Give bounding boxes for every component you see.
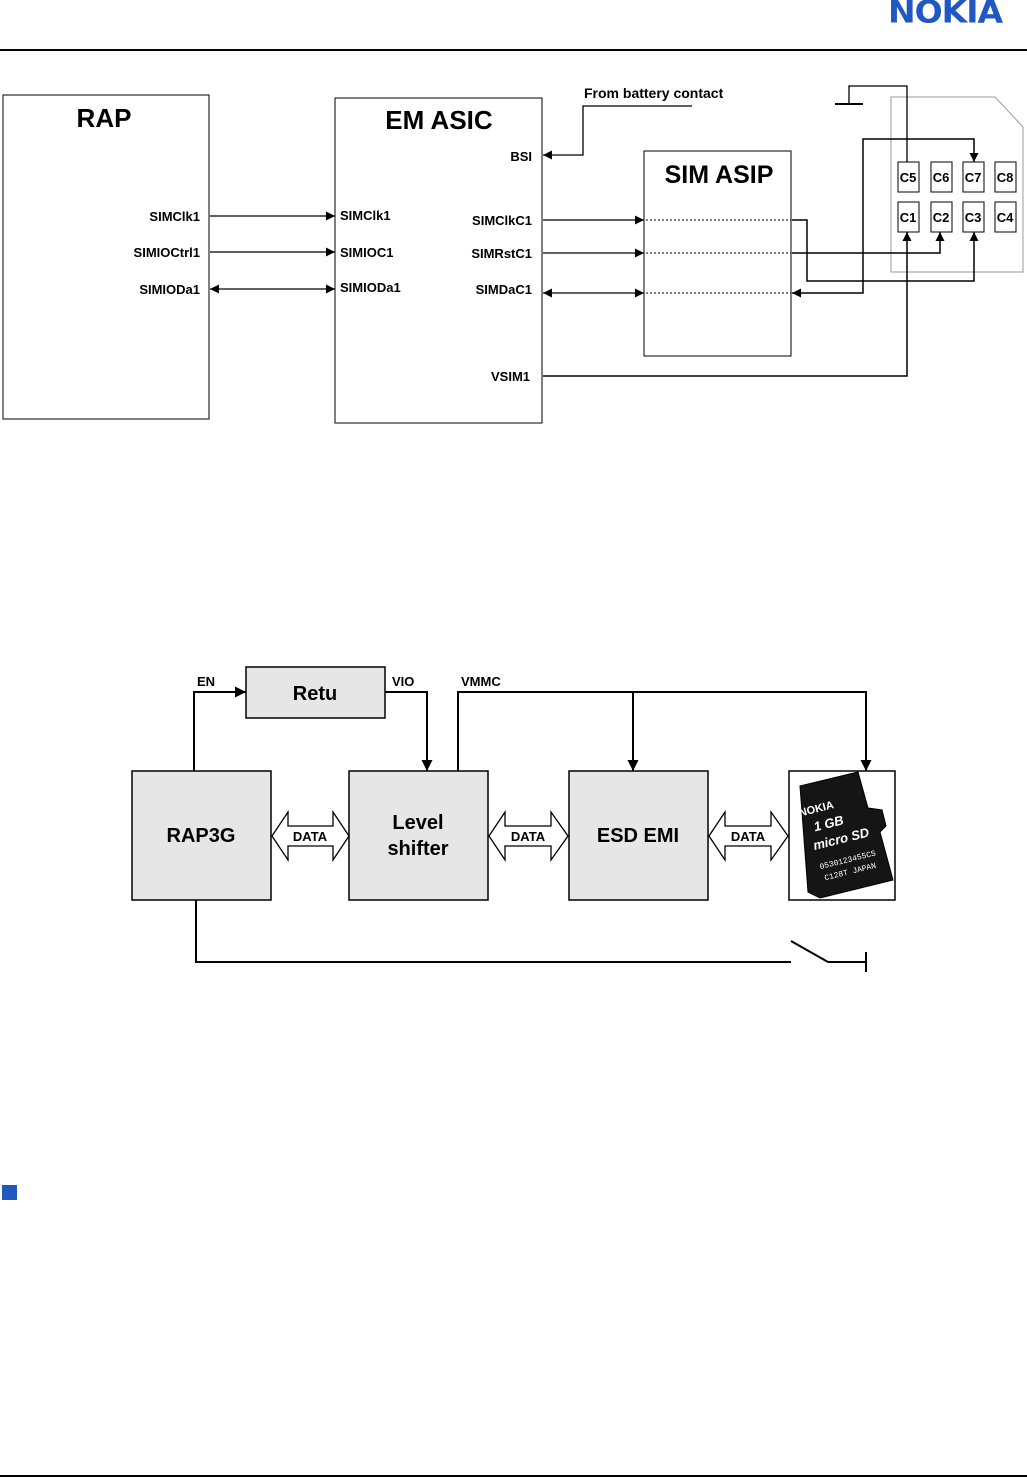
c7-data-line — [792, 138, 979, 298]
sim-asip-title: SIM ASIP — [665, 161, 774, 189]
vmmc-connection — [457, 691, 872, 771]
em-pin-simdac1: SIMDaC1 — [476, 282, 532, 297]
contact-c6: C6 — [933, 170, 950, 185]
contact-c8: C8 — [997, 170, 1014, 185]
header-rule — [0, 49, 1027, 51]
contact-c5: C5 — [900, 170, 917, 185]
vio-connection — [385, 691, 433, 771]
contact-c1: C1 — [900, 210, 917, 225]
esd-emi-block — [568, 770, 709, 901]
data-label-1: DATA — [293, 829, 328, 844]
ground-to-c5 — [848, 85, 908, 162]
contact-c4: C4 — [997, 210, 1014, 225]
card-detect-switch-icon — [790, 940, 829, 963]
section-bullet-icon — [2, 1185, 17, 1200]
em-pin-simioda1: SIMIODa1 — [340, 280, 401, 295]
data-label-2: DATA — [511, 829, 546, 844]
em-asic-block — [334, 97, 543, 424]
mmc-diagram — [131, 666, 896, 972]
data-arrow-1 — [271, 809, 350, 863]
microsd-card-icon — [799, 771, 894, 899]
bsi-connection — [543, 105, 692, 160]
em-pin-bsi: BSI — [510, 149, 532, 164]
rap-pin-simclk1: SIMClk1 — [149, 209, 200, 224]
rap3g-block — [131, 770, 272, 901]
sim-labels: RAP SIMClk1 SIMIOCtrl1 SIMIODa1 EM ASIC … — [77, 85, 1015, 384]
level-shifter-label-line2: shifter — [387, 838, 448, 860]
rap3g-label: RAP3G — [167, 825, 236, 847]
esd-emi-label: ESD EMI — [597, 825, 679, 847]
em-pin-simrstc1: SIMRstC1 — [471, 246, 532, 261]
retu-label: Retu — [293, 683, 337, 705]
level-shifter-label-line1: Level — [392, 812, 443, 834]
card-capacity: 1 GB — [812, 812, 845, 834]
contact-c3: C3 — [965, 210, 982, 225]
vio-label: VIO — [392, 674, 414, 689]
contact-c7: C7 — [965, 170, 982, 185]
level-shifter-block — [348, 770, 489, 901]
rap-block — [2, 94, 210, 420]
data-arrow-2 — [488, 809, 569, 863]
em-pin-simioc1: SIMIOC1 — [340, 245, 393, 260]
em-asic-title: EM ASIC — [385, 105, 493, 135]
nokia-logo: NOKIA — [888, 0, 1003, 31]
battery-note: From battery contact — [584, 85, 724, 101]
em-pin-vsim1: VSIM1 — [491, 369, 530, 384]
en-connection — [193, 686, 246, 771]
vmmc-label: VMMC — [461, 674, 501, 689]
data-label-3: DATA — [731, 829, 766, 844]
vsim1-connection — [543, 232, 912, 377]
data-arrow-3 — [708, 809, 789, 863]
en-label: EN — [197, 674, 215, 689]
footer-rule — [0, 1475, 1027, 1477]
sim-interface-diagram — [2, 85, 1024, 424]
retu-block — [245, 666, 386, 719]
card-detect-line — [195, 900, 791, 963]
em-pin-simclk1: SIMClk1 — [340, 208, 391, 223]
data-arrows — [271, 809, 789, 863]
contact-c2: C2 — [933, 210, 950, 225]
rst-to-c2 — [792, 232, 945, 254]
rap-pin-simioctrl1: SIMIOCtrl1 — [134, 245, 200, 260]
rap-title: RAP — [77, 103, 132, 133]
rap-pin-simioda1: SIMIODa1 — [139, 282, 200, 297]
em-pin-simclkc1: SIMClkC1 — [472, 213, 532, 228]
